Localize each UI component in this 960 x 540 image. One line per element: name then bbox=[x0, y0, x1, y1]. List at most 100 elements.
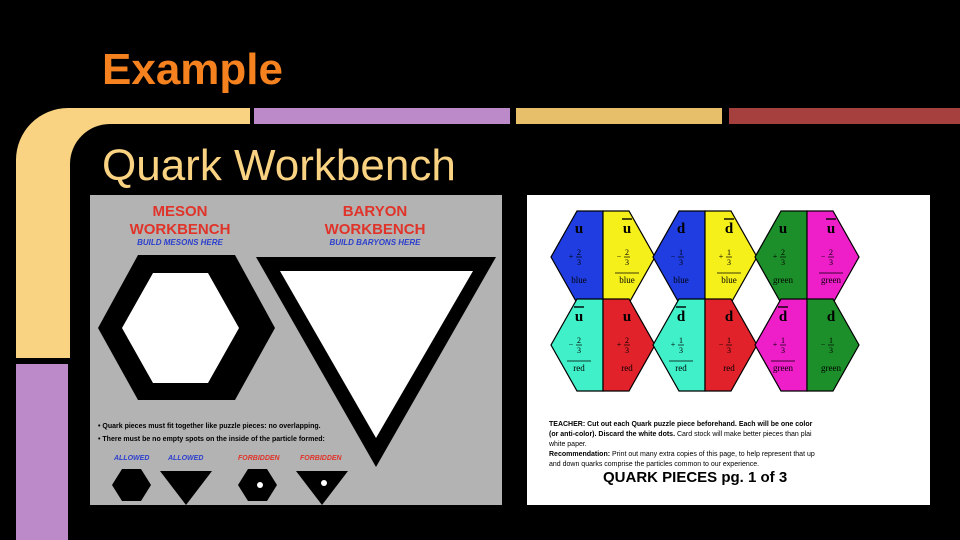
charge-numerator: 1 bbox=[679, 248, 683, 257]
charge-numerator: 2 bbox=[829, 248, 833, 257]
quark-piece: u +23 green bbox=[754, 210, 808, 304]
color-name: green bbox=[773, 275, 793, 285]
charge-sign: − bbox=[671, 252, 676, 261]
pieces-footer: QUARK PIECES pg. 1 of 3 bbox=[603, 469, 788, 486]
baryon-notches bbox=[304, 261, 448, 271]
charge-denominator: 3 bbox=[679, 258, 683, 267]
rec-text: Print out many extra copies of this page… bbox=[612, 451, 815, 458]
quark-letter: d bbox=[725, 221, 734, 237]
quark-piece: u −23 blue bbox=[602, 210, 656, 304]
charge-numerator: 2 bbox=[781, 248, 785, 257]
rec-line-2: and down quarks comprise the particles c… bbox=[549, 461, 760, 468]
label-allowed-1: ALLOWED bbox=[114, 455, 150, 462]
frame-purple-bar bbox=[16, 364, 68, 540]
teacher-text-3: Card stock will make better pieces than … bbox=[676, 431, 812, 438]
top-bar-maroon bbox=[729, 108, 960, 124]
meson-title-line2: WORKBENCH bbox=[129, 221, 231, 238]
charge-sign: − bbox=[719, 340, 724, 349]
charge-denominator: 3 bbox=[625, 258, 629, 267]
charge-denominator: 3 bbox=[781, 346, 785, 355]
teacher-text-2: (or anti-color). Discard the white dots. bbox=[549, 431, 676, 438]
charge-sign: + bbox=[671, 340, 676, 349]
meson-subtitle: BUILD MESONS HERE bbox=[137, 238, 223, 247]
color-name: green bbox=[821, 275, 841, 285]
slide-subtitle: Quark Workbench bbox=[102, 141, 456, 190]
teacher-label: TEACHER: bbox=[549, 421, 586, 428]
charge-numerator: 2 bbox=[577, 248, 581, 257]
charge-sign: + bbox=[569, 252, 574, 261]
rec-label: Recommendation: bbox=[549, 451, 611, 458]
quark-letter: u bbox=[623, 221, 631, 237]
charge-sign: − bbox=[569, 340, 574, 349]
example-forbidden-tri bbox=[296, 471, 348, 505]
color-name: blue bbox=[673, 275, 689, 285]
baryon-title-line2: WORKBENCH bbox=[324, 221, 426, 238]
quark-piece: u +23 blue bbox=[550, 210, 604, 304]
top-bar-purple bbox=[254, 108, 510, 124]
meson-hexagon-inner bbox=[122, 273, 239, 383]
teacher-line-1: TEACHER: Cut out each Quark puzzle piece… bbox=[549, 421, 812, 428]
quark-letter: d bbox=[827, 309, 836, 325]
label-forbidden-1: FORBIDDEN bbox=[238, 455, 280, 462]
label-allowed-2: ALLOWED bbox=[168, 455, 204, 462]
charge-numerator: 2 bbox=[625, 336, 629, 345]
baryon-title-line1: BARYON bbox=[342, 203, 408, 220]
color-name: green bbox=[821, 363, 841, 373]
charge-sign: − bbox=[821, 252, 826, 261]
charge-sign: − bbox=[617, 252, 622, 261]
charge-numerator: 1 bbox=[727, 336, 731, 345]
meson-title-line1: MESON bbox=[152, 203, 208, 220]
baryon-triangle-inner bbox=[280, 271, 473, 438]
charge-sign: + bbox=[773, 340, 778, 349]
teacher-line-2: (or anti-color). Discard the white dots.… bbox=[549, 431, 812, 438]
example-allowed-hex bbox=[112, 469, 151, 501]
rule-2: • There must be no empty spots on the in… bbox=[98, 436, 325, 443]
quark-piece: u +23 red bbox=[602, 298, 656, 392]
color-name: red bbox=[723, 363, 735, 373]
quark-piece: d +13 green bbox=[754, 298, 808, 392]
quark-letter: u bbox=[575, 221, 583, 237]
color-name: red bbox=[621, 363, 633, 373]
quark-pieces-grid: u+23blueu−23blued−13blued+13blueu+23gree… bbox=[550, 210, 860, 392]
charge-numerator: 1 bbox=[727, 248, 731, 257]
charge-denominator: 3 bbox=[625, 346, 629, 355]
color-name: red bbox=[675, 363, 687, 373]
charge-sign: − bbox=[821, 340, 826, 349]
quark-letter: d bbox=[779, 309, 788, 325]
workbench-image: MESON WORKBENCH BUILD MESONS HERE BARYON… bbox=[90, 195, 502, 505]
charge-denominator: 3 bbox=[577, 258, 581, 267]
charge-sign: + bbox=[617, 340, 622, 349]
charge-denominator: 3 bbox=[727, 258, 731, 267]
slide-title: Example bbox=[102, 45, 283, 94]
quark-letter: d bbox=[677, 309, 686, 325]
rule-1: • Quark pieces must fit together like pu… bbox=[98, 423, 321, 430]
charge-denominator: 3 bbox=[577, 346, 581, 355]
charge-denominator: 3 bbox=[781, 258, 785, 267]
charge-numerator: 1 bbox=[781, 336, 785, 345]
color-name: blue bbox=[619, 275, 635, 285]
quark-letter: u bbox=[827, 221, 835, 237]
color-name: blue bbox=[721, 275, 737, 285]
color-name: green bbox=[773, 363, 793, 373]
quark-letter: u bbox=[623, 309, 631, 325]
teacher-text: Cut out each Quark puzzle piece beforeha… bbox=[587, 421, 813, 428]
charge-sign: + bbox=[773, 252, 778, 261]
color-name: blue bbox=[571, 275, 587, 285]
charge-numerator: 1 bbox=[679, 336, 683, 345]
workbench-shapes bbox=[98, 255, 496, 505]
label-forbidden-2: FORBIDDEN bbox=[300, 455, 342, 462]
charge-numerator: 2 bbox=[625, 248, 629, 257]
teacher-line-3: white paper. bbox=[549, 441, 587, 448]
color-name: red bbox=[573, 363, 585, 373]
quark-letter: u bbox=[779, 221, 787, 237]
example-allowed-tri bbox=[160, 471, 212, 505]
charge-denominator: 3 bbox=[829, 346, 833, 355]
